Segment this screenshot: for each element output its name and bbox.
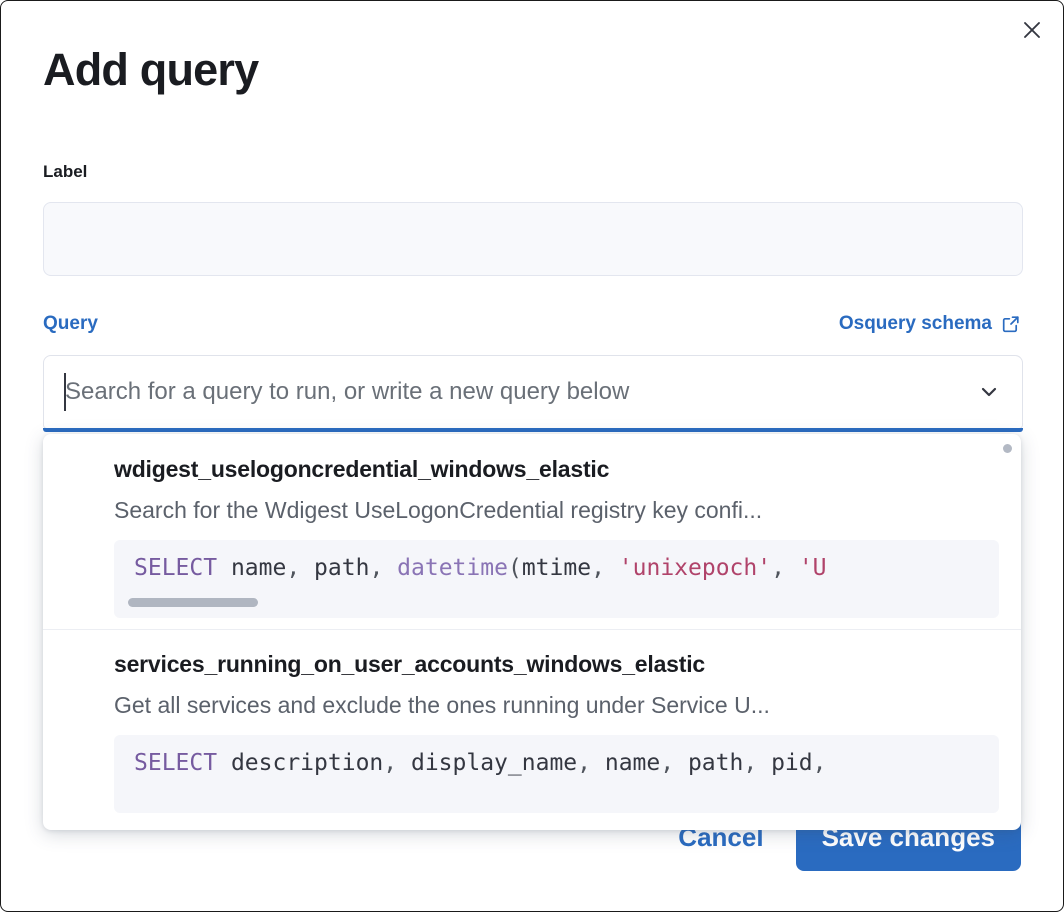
sql-code-block: SELECT description, display_name, name, … bbox=[114, 735, 999, 813]
code-horizontal-scrollbar[interactable] bbox=[128, 598, 258, 607]
osquery-schema-link[interactable]: Osquery schema bbox=[839, 313, 1021, 335]
option-title: services_running_on_user_accounts_window… bbox=[114, 651, 705, 677]
close-icon[interactable] bbox=[1015, 13, 1049, 47]
page-title: Add query bbox=[43, 44, 259, 95]
label-field-label: Label bbox=[43, 162, 88, 181]
query-field-label: Query bbox=[43, 313, 98, 334]
label-input[interactable] bbox=[43, 202, 1023, 276]
combobox-focus-underline bbox=[43, 428, 1023, 432]
external-link-icon bbox=[1001, 314, 1021, 334]
query-search-input[interactable]: Search for a query to run, or write a ne… bbox=[65, 378, 630, 405]
sql-code-block: SELECT name, path, datetime(mtime, 'unix… bbox=[114, 540, 999, 618]
sql-code-line: SELECT name, path, datetime(mtime, 'unix… bbox=[134, 555, 827, 581]
list-item[interactable]: wdigest_uselogoncredential_windows_elast… bbox=[43, 434, 1021, 618]
dropdown-scrollbar[interactable] bbox=[1003, 444, 1012, 453]
list-item[interactable]: services_running_on_user_accounts_window… bbox=[43, 629, 1021, 813]
option-description: Search for the Wdigest UseLogonCredentia… bbox=[114, 497, 763, 523]
query-option-list: wdigest_uselogoncredential_windows_elast… bbox=[43, 434, 1021, 830]
osquery-schema-link-label: Osquery schema bbox=[838, 313, 992, 334]
sql-code-line: SELECT description, display_name, name, … bbox=[134, 750, 827, 776]
option-description: Get all services and exclude the ones ru… bbox=[114, 692, 770, 718]
text-cursor bbox=[64, 373, 66, 411]
chevron-down-icon[interactable] bbox=[972, 375, 1006, 409]
option-title: wdigest_uselogoncredential_windows_elast… bbox=[114, 456, 610, 482]
query-combobox[interactable]: Search for a query to run, or write a ne… bbox=[43, 355, 1023, 429]
query-suggestions-dropdown: wdigest_uselogoncredential_windows_elast… bbox=[43, 434, 1021, 830]
